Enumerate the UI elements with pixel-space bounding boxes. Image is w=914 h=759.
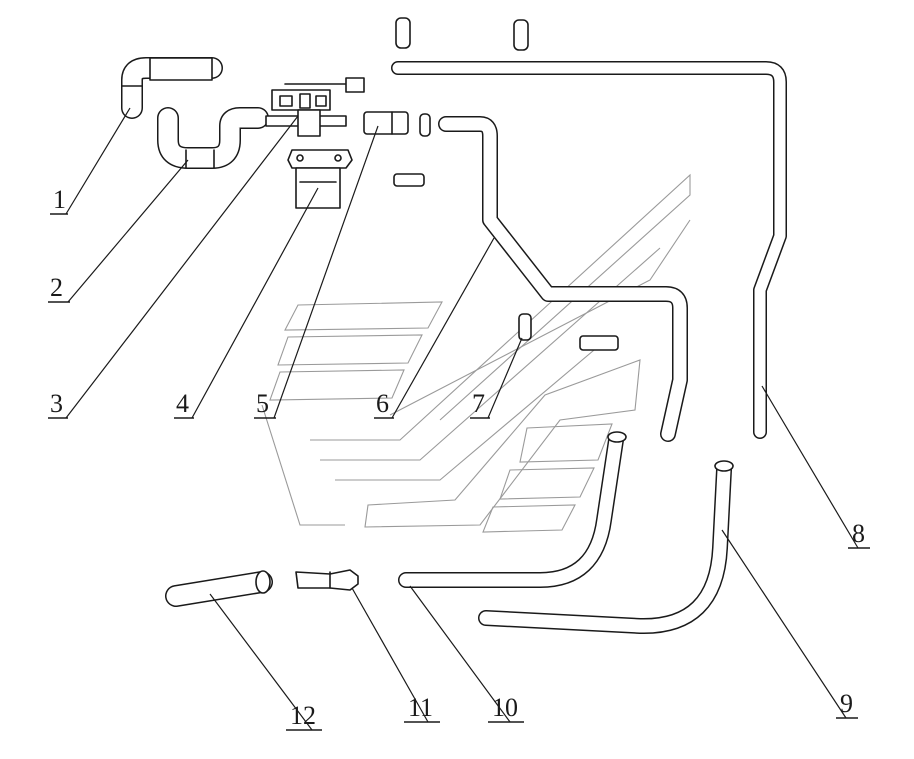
callout-11: 11 (404, 693, 440, 723)
callout-5: 5 (254, 389, 276, 419)
callout-12-label: 12 (290, 701, 316, 730)
callout-1: 1 (50, 185, 68, 215)
callout-9: 9 (836, 689, 858, 719)
callout-8-label: 8 (852, 519, 865, 548)
part-11-fitting (295, 569, 359, 591)
callout-2-label: 2 (50, 273, 63, 302)
part-10-curved-hose (398, 431, 627, 588)
callout-4: 4 (174, 389, 194, 419)
part-7-long-bent-pipe (438, 116, 688, 442)
leader-lines (65, 107, 859, 731)
callout-7: 7 (470, 389, 490, 419)
part-3-valve-assembly (265, 77, 365, 137)
callout-1-label: 1 (53, 185, 66, 214)
ghost-assembly-outline (261, 173, 691, 533)
callout-9-label: 9 (840, 689, 853, 718)
callout-2: 2 (48, 273, 70, 303)
part-6-clamps (393, 17, 529, 187)
part-1-elbow-hose (121, 57, 223, 119)
callout-12: 12 (286, 701, 322, 731)
callout-7-label: 7 (472, 389, 485, 418)
callout-6: 6 (374, 389, 394, 419)
part-2-s-hose (157, 107, 269, 169)
callout-8: 8 (848, 519, 870, 549)
callout-5-label: 5 (256, 389, 269, 418)
callout-11-label: 11 (408, 693, 433, 722)
part-12-straight-tube (165, 570, 273, 607)
callout-6-label: 6 (376, 389, 389, 418)
part-8-long-pipe (391, 61, 787, 439)
part-4-bracket (287, 149, 353, 209)
part-5-sleeve (363, 111, 409, 135)
callout-3-label: 3 (50, 389, 63, 418)
callout-3: 3 (48, 389, 68, 419)
callout-4-label: 4 (176, 389, 189, 418)
callout-10: 10 (488, 693, 524, 723)
part-9-curved-hose (478, 460, 734, 635)
callout-10-label: 10 (492, 693, 518, 722)
